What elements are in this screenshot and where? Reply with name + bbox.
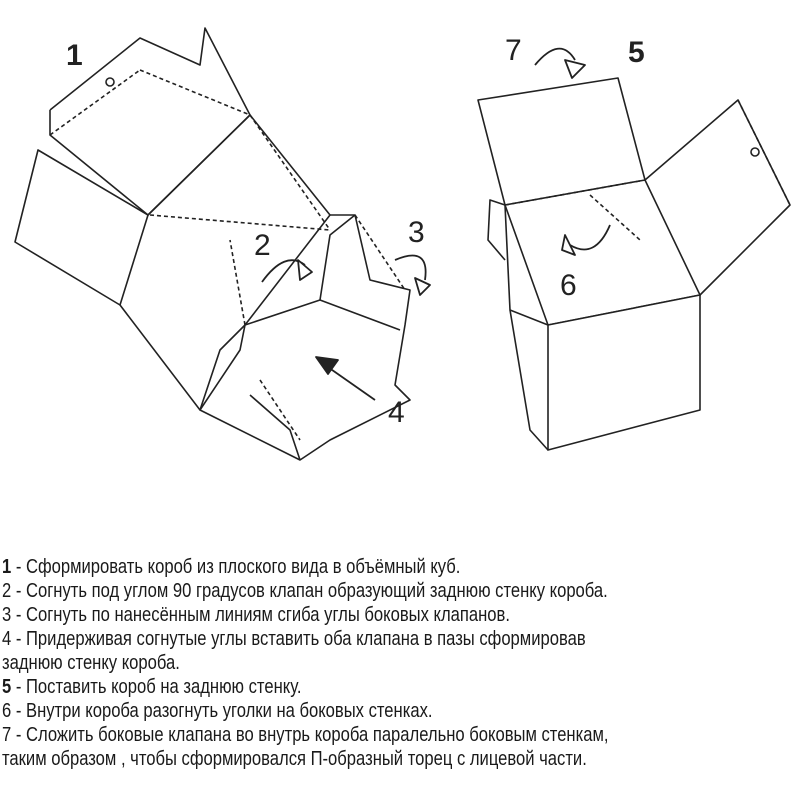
step-number: 3 [2, 603, 12, 626]
instruction-line: 7 - Сложить боковые клапана во внутрь ко… [2, 723, 796, 747]
arrow-6-icon [569, 224, 611, 251]
step-label-5: 5 [628, 36, 645, 69]
instruction-text: заднюю стенку короба. [2, 651, 180, 674]
left-box-illustration [14, 27, 411, 461]
instruction-line: таким образом , чтобы сформировался П-об… [2, 747, 796, 771]
instruction-text: - Внутри короба разогнуть уголки на боко… [11, 699, 433, 722]
step-label-3: 3 [408, 216, 425, 249]
step-label-2: 2 [254, 229, 271, 262]
instruction-line: 5 - Поставить короб на заднюю стенку. [2, 675, 796, 699]
arrow-4-icon [324, 364, 376, 401]
instruction-line: 3 - Согнуть по нанесённым линиям сгиба у… [2, 603, 796, 627]
step-number: 5 [2, 675, 12, 698]
instruction-line: 2 - Согнуть под углом 90 градусов клапан… [2, 579, 796, 603]
instruction-line: 6 - Внутри короба разогнуть уголки на бо… [2, 699, 796, 723]
step-number: 7 [2, 723, 12, 746]
step-number: 4 [2, 627, 12, 650]
instruction-text: - Поставить короб на заднюю стенку. [11, 675, 302, 698]
fold-lines-right [504, 99, 791, 241]
fold-lines-left [49, 69, 406, 441]
instruction-text: - Сформировать короб из плоского вида в … [11, 555, 461, 578]
arrow-7-icon [534, 47, 576, 66]
instruction-text: - Согнуть под углом 90 градусов клапан о… [11, 579, 608, 602]
instruction-line: 4 - Придерживая согнутые углы вставить о… [2, 627, 796, 651]
step-label-6: 6 [560, 269, 577, 302]
instruction-text: - Сложить боковые клапана во внутрь коро… [11, 723, 609, 746]
instruction-text: - Согнуть по нанесённым линиям сгиба угл… [11, 603, 510, 626]
step-number: 1 [2, 555, 12, 578]
step-number: 2 [2, 579, 12, 602]
box-assembly-diagram: 1 2 3 4 5 6 7 [14, 27, 791, 461]
step-label-4: 4 [388, 396, 405, 429]
right-box-illustration [477, 77, 791, 451]
instruction-text: - Придерживая согнутые углы вставить оба… [11, 627, 586, 650]
instructions-list: 1 - Сформировать короб из плоского вида … [2, 555, 796, 771]
instruction-text: таким образом , чтобы сформировался П-об… [2, 747, 587, 770]
step-number: 6 [2, 699, 12, 722]
instruction-line: 1 - Сформировать короб из плоского вида … [2, 555, 796, 579]
fold-arrows [261, 47, 611, 401]
arrow-3-icon [394, 254, 427, 281]
step-label-7: 7 [505, 34, 522, 67]
instruction-line: заднюю стенку короба. [2, 651, 796, 675]
step-label-1: 1 [66, 39, 83, 72]
